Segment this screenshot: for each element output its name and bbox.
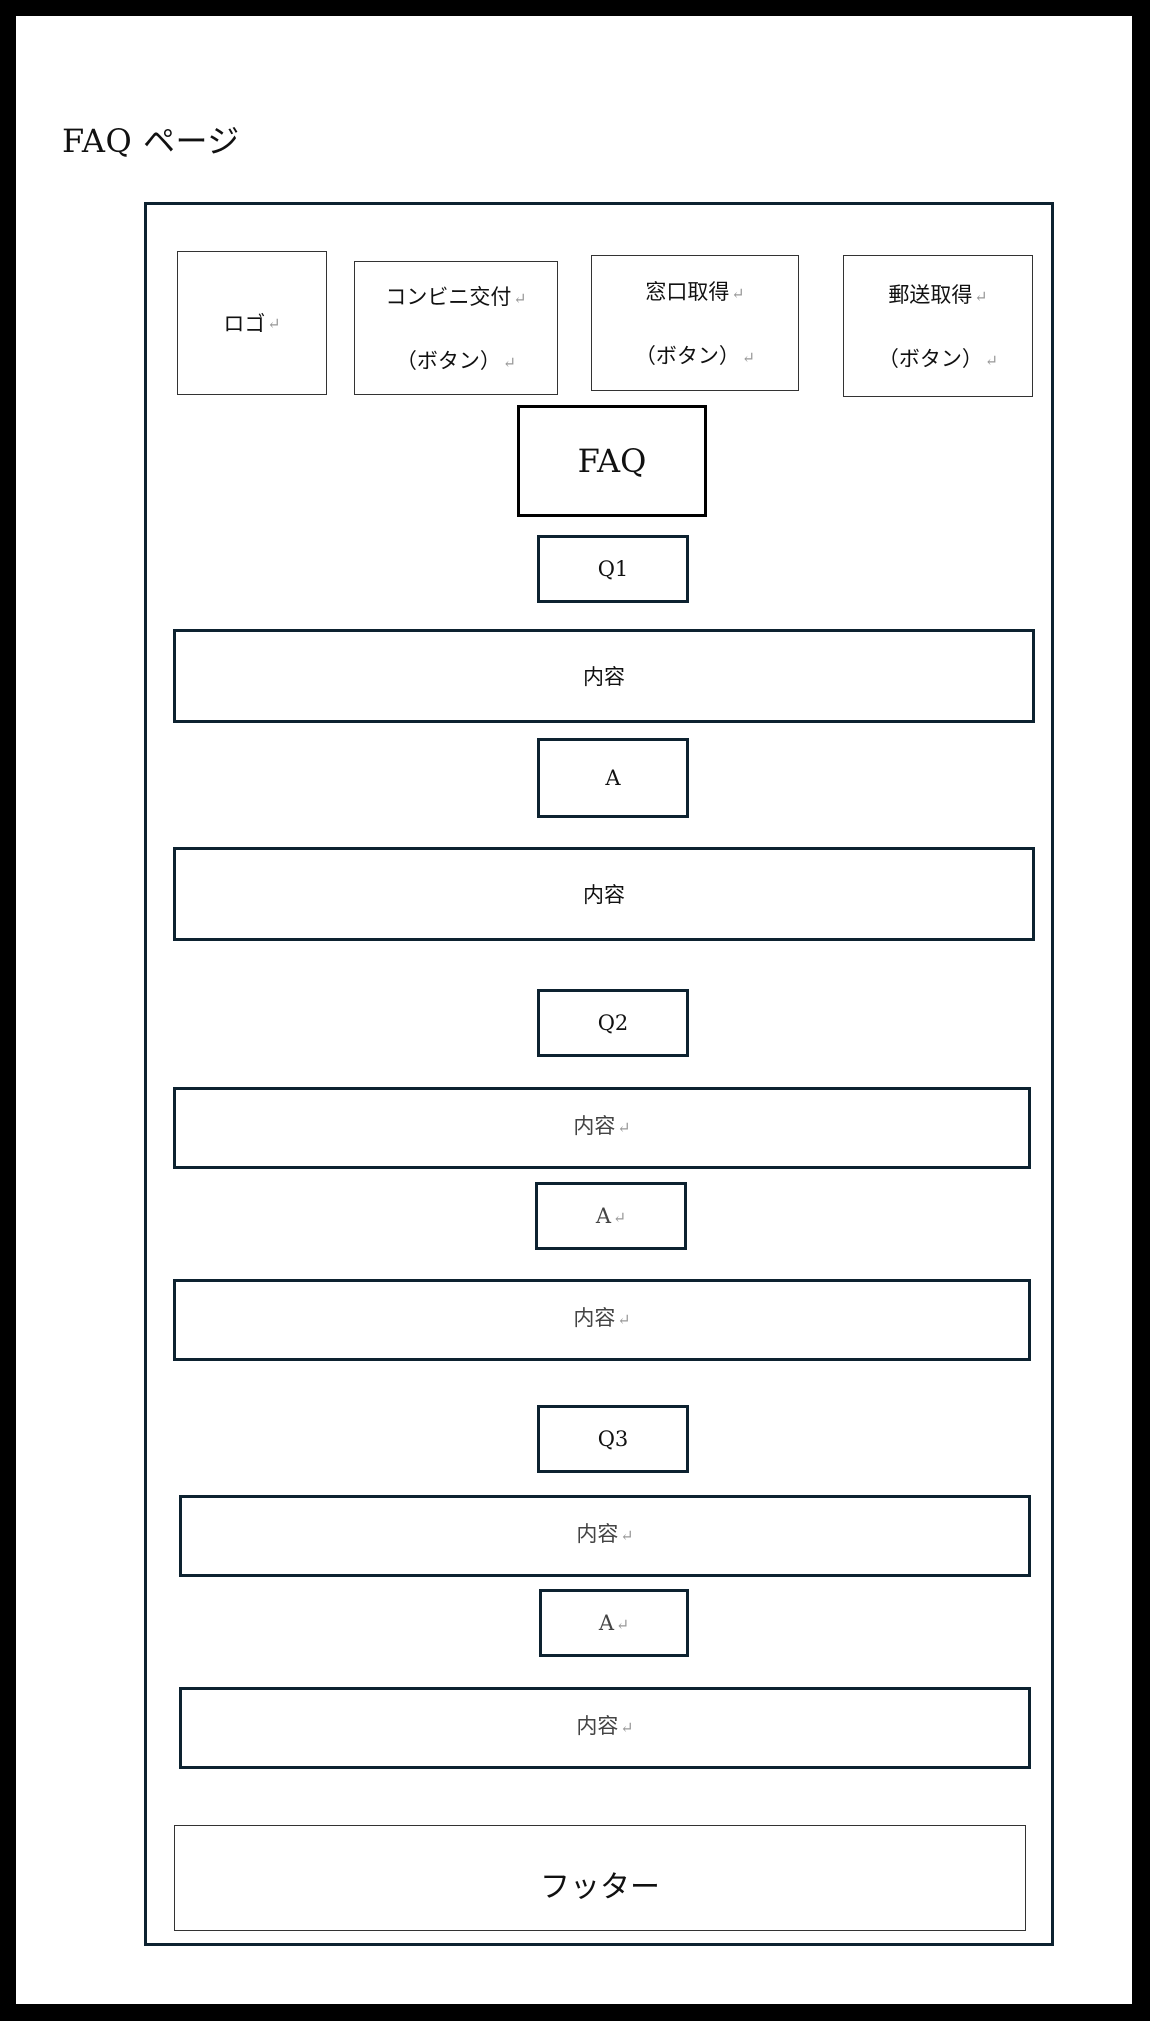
button-sublabel: （ボタン） — [395, 349, 501, 373]
faq-q3-content: 内容↵ — [179, 1495, 1031, 1577]
logo-label: ロゴ — [223, 312, 266, 336]
button-sublabel: （ボタン） — [877, 347, 983, 371]
answer-content: 内容 — [576, 1714, 619, 1738]
answer-content: 内容 — [583, 883, 625, 907]
faq-q1-content: 内容 — [173, 629, 1035, 723]
faq-q2-content: 内容↵ — [173, 1087, 1031, 1169]
faq-q2-label[interactable]: Q2 — [537, 989, 689, 1057]
faq-heading: FAQ — [517, 405, 707, 517]
question-content: 内容 — [583, 665, 625, 689]
faq-a3-label[interactable]: A↵ — [539, 1589, 689, 1657]
faq-heading-label: FAQ — [577, 442, 647, 480]
return-mark-icon: ↵ — [984, 351, 999, 370]
question-label: Q3 — [597, 1427, 629, 1451]
footer-label: フッター — [540, 1870, 660, 1905]
faq-a1-content: 内容 — [173, 847, 1035, 941]
faq-a2-label[interactable]: A↵ — [535, 1182, 687, 1250]
faq-q3-label[interactable]: Q3 — [537, 1405, 689, 1473]
question-content: 内容 — [576, 1522, 619, 1546]
logo[interactable]: ロゴ↵ — [177, 251, 327, 395]
answer-label: A — [605, 766, 621, 790]
faq-q1-label[interactable]: Q1 — [537, 535, 689, 603]
button-label: コンビニ交付 — [385, 285, 512, 309]
return-mark-icon: ↵ — [612, 1208, 627, 1227]
wireframe-container: ロゴ↵ コンビニ交付↵ （ボタン）↵ 窓口取得↵ （ボタン）↵ 郵送取得↵ （ボ… — [144, 202, 1054, 1946]
return-mark-icon: ↵ — [617, 1118, 631, 1137]
button-label: 郵送取得 — [888, 283, 973, 307]
faq-a1-label[interactable]: A — [537, 738, 689, 818]
question-label: Q1 — [597, 557, 629, 581]
return-mark-icon: ↵ — [741, 348, 756, 367]
return-mark-icon: ↵ — [615, 1615, 630, 1634]
counter-pickup-button[interactable]: 窓口取得↵ （ボタン）↵ — [591, 255, 799, 391]
return-mark-icon: ↵ — [974, 287, 988, 306]
page-title: FAQ ページ — [62, 122, 240, 160]
answer-label: A — [595, 1204, 611, 1228]
button-sublabel: （ボタン） — [634, 344, 740, 368]
return-mark-icon: ↵ — [502, 353, 517, 372]
question-label: Q2 — [597, 1011, 629, 1035]
return-mark-icon: ↵ — [620, 1718, 634, 1737]
return-mark-icon: ↵ — [731, 284, 745, 303]
return-mark-icon: ↵ — [620, 1526, 634, 1545]
convenience-store-button[interactable]: コンビニ交付↵ （ボタン）↵ — [354, 261, 558, 395]
return-mark-icon: ↵ — [267, 313, 281, 333]
answer-label: A — [598, 1611, 614, 1635]
faq-a2-content: 内容↵ — [173, 1279, 1031, 1361]
answer-content: 内容 — [573, 1306, 616, 1330]
mail-request-button[interactable]: 郵送取得↵ （ボタン）↵ — [843, 255, 1033, 397]
page: FAQ ページ ロゴ↵ コンビニ交付↵ （ボタン）↵ 窓口取得↵ （ボタン）↵ … — [16, 16, 1132, 2004]
question-content: 内容 — [573, 1114, 616, 1138]
return-mark-icon: ↵ — [513, 289, 527, 308]
button-label: 窓口取得 — [645, 280, 730, 304]
return-mark-icon: ↵ — [617, 1310, 631, 1329]
faq-a3-content: 内容↵ — [179, 1687, 1031, 1769]
footer: フッター — [174, 1825, 1026, 1931]
